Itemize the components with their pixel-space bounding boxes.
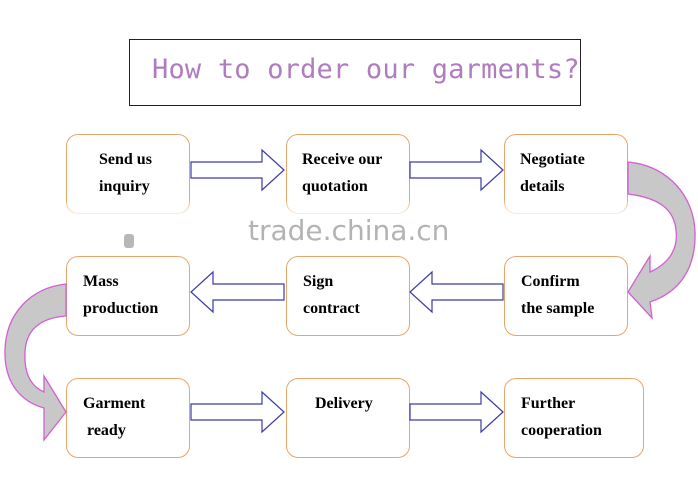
step-garment-ready: Garment ready	[66, 378, 190, 458]
arrow-right	[409, 390, 504, 434]
step-label: Sign contract	[303, 273, 360, 317]
step-label: Receive our quotation	[302, 151, 383, 195]
watermark-text: trade.china.cn	[248, 214, 450, 247]
curved-arrow-left	[4, 283, 67, 442]
step-delivery: Delivery	[286, 378, 410, 458]
step-label: Delivery	[315, 395, 373, 412]
fade-overlay	[286, 198, 412, 218]
fade-overlay	[66, 198, 192, 218]
step-label: Confirm the sample	[521, 273, 595, 317]
arrow-right	[190, 148, 285, 192]
step-label: Send us inquiry	[99, 151, 152, 195]
arrow-right	[409, 148, 504, 192]
arrow-left	[190, 270, 285, 314]
fade-overlay	[504, 198, 630, 218]
step-further-cooperation: Further cooperation	[504, 378, 644, 458]
arrow-left	[409, 270, 504, 314]
decorative-mark	[124, 234, 134, 248]
page-title: How to order our garments?	[152, 54, 580, 85]
curved-arrow-right	[627, 161, 696, 320]
step-confirm-sample: Confirm the sample	[504, 256, 628, 336]
step-label: Garment ready	[83, 395, 146, 439]
title-box: How to order our garments?	[129, 39, 581, 106]
step-label: Further cooperation	[521, 395, 602, 439]
step-label: Mass production	[83, 273, 159, 317]
step-mass-production: Mass production	[66, 256, 190, 336]
step-label: Negotiate details	[520, 151, 585, 195]
step-sign-contract: Sign contract	[286, 256, 410, 336]
arrow-right	[190, 390, 285, 434]
